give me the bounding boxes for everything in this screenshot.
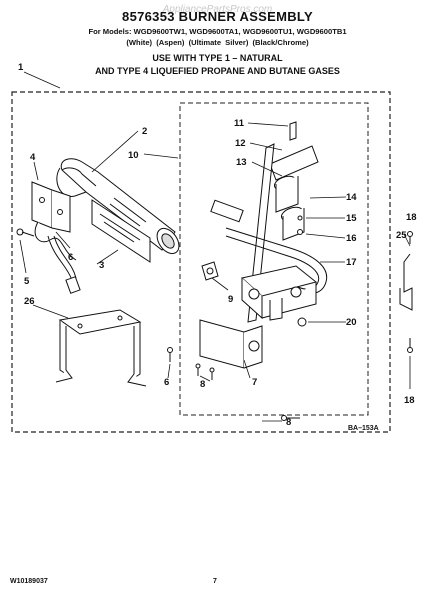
callout-15: 15: [346, 213, 357, 224]
diagram-title: 8576353 BURNER ASSEMBLY: [122, 9, 313, 24]
callout-20: 20: [346, 317, 357, 328]
callout-5: 5: [24, 276, 30, 287]
mounting-bracket: [55, 309, 147, 387]
page-number: 7: [213, 578, 217, 585]
right-bracket: [399, 231, 413, 353]
callout-18-bottom: 18: [404, 395, 415, 406]
sub-assembly-boundary: [179, 102, 369, 416]
assembly-boundary: [11, 91, 391, 433]
callout-7: 7: [252, 377, 257, 388]
callout-6-left: 6: [68, 252, 73, 263]
callout-13: 13: [236, 157, 247, 168]
gas-type-line-2: AND TYPE 4 LIQUEFIED PROPANE AND BUTANE …: [95, 66, 340, 76]
callout-8-mid: 8: [200, 379, 205, 390]
callout-16: 16: [346, 233, 357, 244]
gas-type-line-1: USE WITH TYPE 1 – NATURAL: [152, 53, 283, 63]
callout-17: 17: [346, 257, 357, 268]
callout-11: 11: [234, 118, 245, 129]
callout-26: 26: [24, 296, 35, 307]
igniter-wire: [47, 235, 81, 294]
callout-2: 2: [142, 126, 147, 137]
burner-tube: [56, 158, 180, 255]
igniter-mount: [31, 181, 77, 261]
callout-4: 4: [30, 152, 36, 163]
callout-18-top: 18: [406, 212, 417, 223]
gas-valve-body: [240, 265, 318, 321]
callout-3: 3: [99, 260, 104, 271]
document-id: W10189037: [10, 578, 48, 585]
small-screws: [167, 215, 307, 421]
callout-8-bottom: 8: [286, 417, 291, 428]
callout-25: 25: [396, 230, 407, 241]
burner-bracket: [91, 199, 151, 263]
gas-valve-coils: [269, 145, 319, 241]
callout-1: 1: [18, 62, 24, 73]
leader-lines: [19, 71, 411, 422]
callout-6-bottom: 6: [164, 377, 169, 388]
screw-left: [16, 228, 35, 237]
finish-list: (White) (Aspen) (Ultimate Silver) (Black…: [126, 38, 309, 47]
callout-10: 10: [128, 150, 139, 161]
watermark: AppliancePartsPros.com: [162, 4, 273, 15]
valve-bracket: [199, 319, 263, 369]
model-list: For Models: WGD9600TW1, WGD9600TA1, WGD9…: [88, 27, 347, 36]
callout-12: 12: [235, 138, 246, 149]
figure-code: BA–153A: [348, 425, 379, 432]
callout-9: 9: [228, 294, 233, 305]
callout-14: 14: [346, 192, 357, 203]
orifice-fitting: [201, 261, 219, 281]
